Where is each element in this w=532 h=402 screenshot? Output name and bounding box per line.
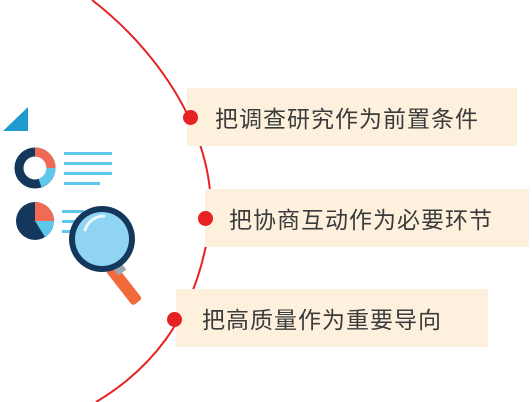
item-label-2: 把协商互动作为必要环节 xyxy=(205,189,529,247)
item-label-3-text: 把高质量作为重要导向 xyxy=(202,308,442,334)
arc-dot-3 xyxy=(167,312,182,327)
pie-chart-icon xyxy=(16,202,54,240)
item-label-1: 把调查研究作为前置条件 xyxy=(187,88,517,146)
triangle-icon xyxy=(3,107,28,131)
donut-chart-icon xyxy=(14,147,56,189)
magnifier-icon xyxy=(69,206,142,305)
analysis-illustration xyxy=(3,107,142,305)
item-label-1-text: 把调查研究作为前置条件 xyxy=(215,107,479,133)
item-label-3: 把高质量作为重要导向 xyxy=(176,289,488,347)
arc-dot-2 xyxy=(198,211,213,226)
list-lines-icon xyxy=(62,152,112,233)
item-label-2-text: 把协商互动作为必要环节 xyxy=(229,208,493,234)
arc-dot-1 xyxy=(183,110,198,125)
